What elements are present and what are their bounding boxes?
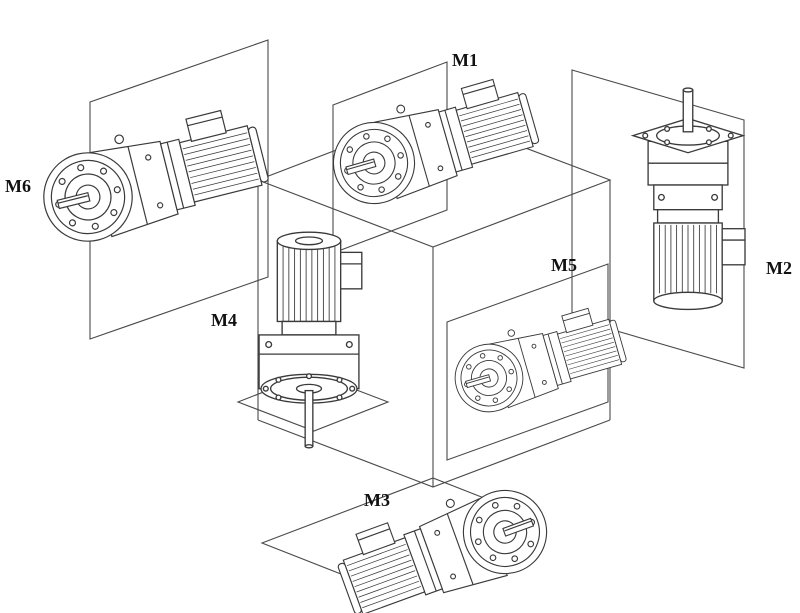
label-m2: M2	[766, 258, 792, 278]
gearmotor-m6-drawing	[31, 101, 274, 252]
label-m4: M4	[211, 310, 237, 330]
mounting-plane-m1	[332, 61, 448, 254]
label-m5: M5	[551, 255, 577, 275]
label-m1: M1	[452, 50, 478, 70]
gearmotor-m1-drawing	[321, 70, 544, 214]
gearmotor-m2-drawing	[632, 87, 746, 311]
gearmotor-m5-drawing	[444, 301, 631, 421]
mounting-plane-m5	[446, 263, 609, 461]
mounting-plane-m6	[89, 39, 269, 340]
label-m6: M6	[5, 176, 31, 196]
label-m3: M3	[364, 490, 390, 510]
